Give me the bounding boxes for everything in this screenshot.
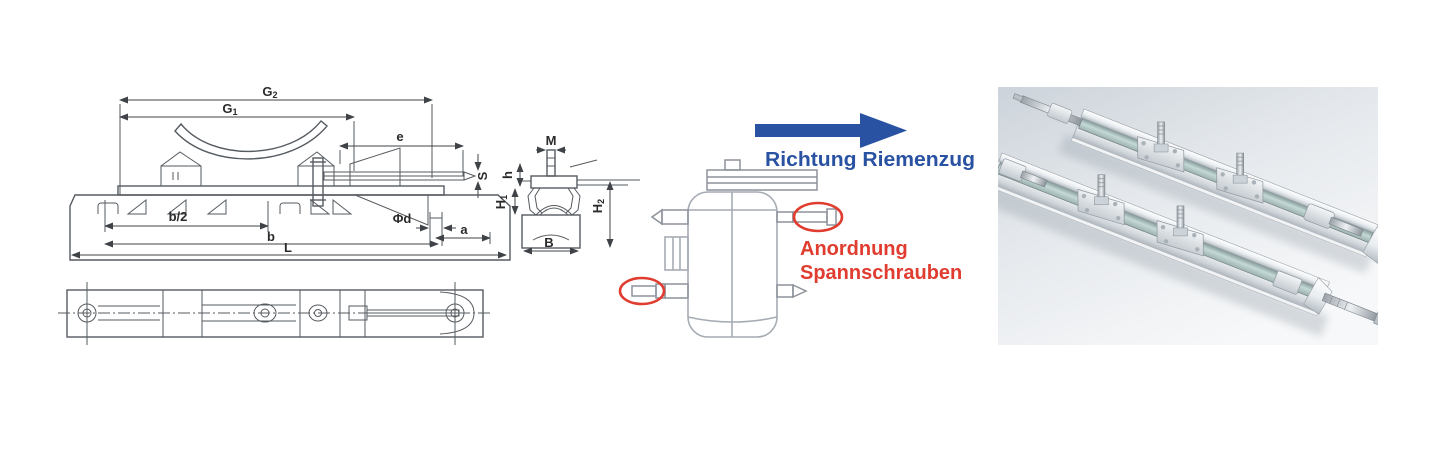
dim-label-g2: G2 — [262, 84, 277, 100]
mounting-plate — [1156, 205, 1204, 257]
section-clamp-profile — [527, 187, 581, 216]
dim-label-phi-d: Φd — [393, 211, 412, 226]
tension-spindle — [323, 171, 477, 181]
slide-strip — [117, 185, 445, 196]
dim-label-width-b: B — [544, 235, 553, 250]
dim-label-b: b — [267, 229, 275, 244]
dim-label-s: S — [475, 171, 490, 180]
section-bolt — [546, 149, 556, 177]
stud-bolt — [1173, 205, 1188, 237]
stud-bolt — [1153, 121, 1169, 153]
belt-direction-arrow — [755, 113, 907, 148]
tension-screw-far — [1012, 93, 1083, 126]
mounting-plate — [1216, 152, 1264, 204]
serration-teeth — [97, 198, 353, 215]
mounting-plate — [1077, 174, 1125, 226]
plan-hole-left — [77, 303, 97, 323]
dim-label-a: a — [460, 222, 468, 237]
end-clamp-far — [1303, 203, 1378, 264]
side-view: G2 G1 e — [69, 84, 511, 261]
mounting-plate — [1137, 121, 1185, 173]
dim-label-e: e — [396, 129, 403, 144]
shaft-stub — [724, 159, 741, 171]
plan-hole-mid — [253, 303, 277, 323]
saddle-arc — [174, 120, 328, 160]
belt-pulley — [706, 169, 818, 191]
stud-bolt — [1094, 174, 1109, 206]
slide-rail-near — [998, 152, 1378, 337]
terminal-box — [664, 236, 689, 271]
ramp-steps — [354, 194, 429, 226]
plan-view — [58, 282, 492, 345]
dim-label-g1: G1 — [222, 101, 237, 117]
annotation-line1: Anordnung — [800, 238, 908, 260]
dim-label-l: L — [284, 240, 292, 255]
dim-label-m: M — [546, 133, 557, 148]
slide-rails-photo — [998, 87, 1378, 345]
plan-end-lobe — [439, 291, 475, 335]
dimension-drawing: G2 G1 e — [58, 84, 640, 345]
dim-label-b-half: b/2 — [169, 209, 188, 224]
dim-label-h1: H1 — [493, 195, 509, 209]
clamp-bolt — [310, 157, 326, 207]
direction-label: Richtung Riemenzug — [765, 149, 975, 171]
dim-label-h: h — [500, 171, 515, 179]
tension-screw-highlight-bottom — [618, 276, 666, 306]
plan-hole-small — [308, 304, 328, 322]
end-clamp-near — [998, 158, 1048, 188]
tension-screw-near — [1272, 270, 1378, 327]
stud-bolt — [1232, 152, 1248, 184]
saddle-supports — [160, 151, 335, 187]
section-top-plate — [530, 175, 578, 189]
annotation-line2: Spannschrauben — [800, 262, 962, 284]
wedge-block — [349, 147, 401, 187]
tension-screw-highlight-top — [792, 201, 844, 233]
lower-rail — [631, 283, 808, 299]
base-plate — [69, 194, 511, 261]
motor-top-view-diagram: Richtung Riemenzug — [618, 113, 975, 338]
anchor-hole — [429, 212, 443, 246]
cross-section-view: M h — [493, 133, 640, 255]
upper-rail — [650, 208, 837, 226]
motor-sketch — [631, 159, 837, 338]
dim-label-h2: H2 — [590, 199, 606, 213]
rail-shadow — [1058, 133, 1373, 274]
slide-rail-far — [1012, 93, 1378, 274]
rail-shadow — [998, 180, 1329, 337]
